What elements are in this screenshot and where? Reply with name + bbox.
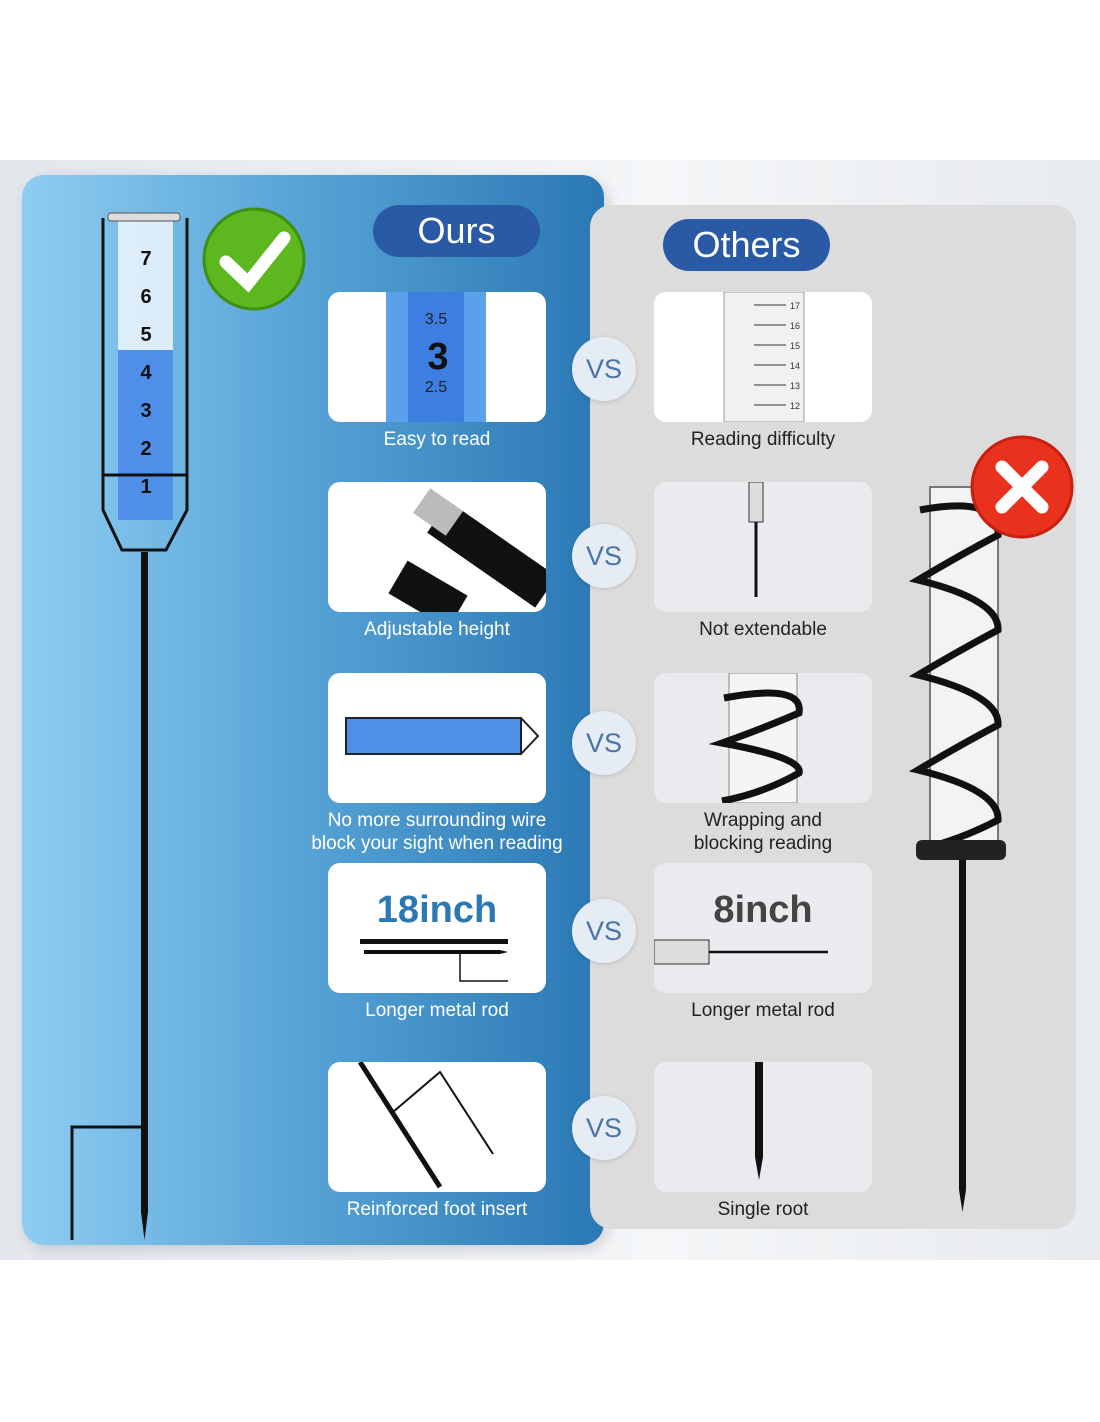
card-wrapping bbox=[654, 673, 872, 803]
gauge-scale-number: 13 bbox=[790, 381, 800, 391]
vs-badge: VS bbox=[572, 524, 636, 588]
card-no-wire bbox=[328, 673, 546, 803]
card-8inch: 8inch bbox=[654, 863, 872, 993]
gauge-scale-number: 1 bbox=[140, 476, 151, 498]
card-foot-insert bbox=[328, 1062, 546, 1192]
check-icon bbox=[202, 207, 306, 311]
ours-feature-label: Reinforced foot insert bbox=[346, 1199, 528, 1220]
vs-badge: VS bbox=[572, 1096, 636, 1160]
ours-feature-label: Longer metal rod bbox=[365, 1000, 509, 1021]
length-value: 8inch bbox=[713, 889, 813, 931]
svg-text:2.5: 2.5 bbox=[425, 379, 447, 396]
cross-icon bbox=[970, 435, 1074, 539]
card-easy-to-read: 3.5 3 2.5 bbox=[328, 292, 546, 422]
card-single-root bbox=[654, 1062, 872, 1192]
others-feature-label: Reading difficulty bbox=[690, 429, 836, 450]
card-adjustable-height bbox=[328, 482, 546, 612]
gauge-scale-number: 12 bbox=[790, 401, 800, 411]
ours-title: Ours bbox=[373, 205, 540, 257]
svg-text:3.5: 3.5 bbox=[425, 311, 447, 328]
others-feature-label: Longer metal rod bbox=[691, 1000, 835, 1021]
gauge-scale-number: 17 bbox=[790, 301, 800, 311]
vs-badge: VS bbox=[572, 711, 636, 775]
card-not-extendable bbox=[654, 482, 872, 612]
label-line: Wrapping and bbox=[704, 810, 822, 831]
gauge-scale-number: 4 bbox=[140, 362, 152, 384]
gauge-scale-number: 7 bbox=[140, 248, 151, 270]
ours-feature-label: Easy to read bbox=[383, 429, 491, 450]
card-reading-difficulty: 17 16 15 14 13 12 bbox=[654, 292, 872, 422]
other-rain-gauge bbox=[908, 486, 1006, 1212]
others-feature-label: Single root bbox=[717, 1199, 809, 1220]
gauge-scale-number: 6 bbox=[140, 286, 151, 308]
others-feature-label: Not extendable bbox=[699, 619, 827, 640]
gauge-scale-number: 15 bbox=[790, 341, 800, 351]
length-value: 18inch bbox=[376, 889, 498, 931]
label-line: No more surrounding wire bbox=[327, 810, 547, 831]
gauge-scale-number: 5 bbox=[140, 324, 151, 346]
label-line: blocking reading bbox=[693, 833, 833, 854]
label-line: block your sight when reading bbox=[311, 833, 563, 854]
gauge-scale-number: 3 bbox=[140, 400, 151, 422]
ours-feature-label: Adjustable height bbox=[364, 619, 510, 640]
gauge-scale-number: 14 bbox=[790, 361, 800, 371]
gauge-scale-number: 2 bbox=[140, 438, 151, 460]
vs-badge: VS bbox=[572, 337, 636, 401]
our-rain-gauge: 7 6 5 4 3 2 1 bbox=[70, 212, 189, 1240]
card-18inch: 18inch bbox=[328, 863, 546, 993]
vs-badge: VS bbox=[572, 899, 636, 963]
others-title: Others bbox=[663, 219, 830, 271]
gauge-scale-number: 16 bbox=[790, 321, 800, 331]
svg-text:3: 3 bbox=[427, 336, 448, 378]
